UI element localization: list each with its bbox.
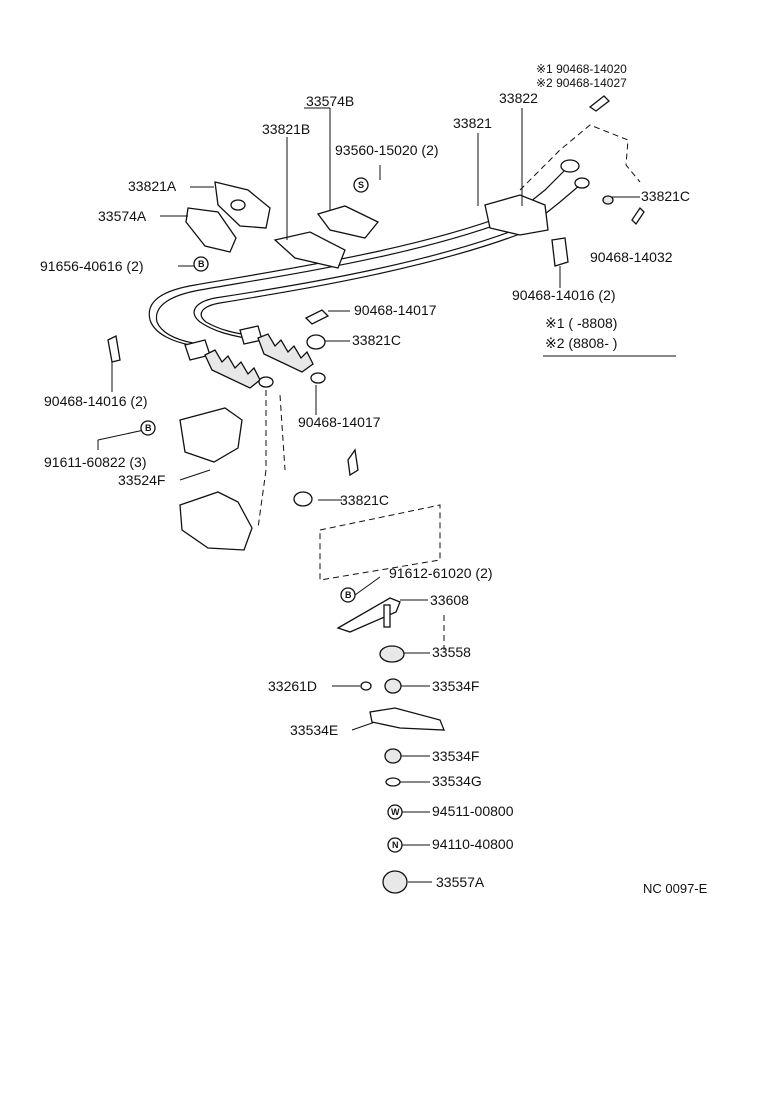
label-33608: 33608 (430, 592, 469, 608)
part-33534E-lever (369, 707, 445, 731)
label-33261D: 33261D (268, 678, 317, 694)
svg-text:B: B (198, 259, 205, 269)
label-33558: 33558 (432, 644, 471, 660)
label-33534G: 33534G (432, 773, 482, 789)
dashed-guides (257, 390, 445, 650)
part-33574A-plate (185, 207, 237, 253)
label-94110: 94110-40800 (432, 836, 514, 852)
symbol-s: S (353, 177, 369, 193)
label-90468-14032: 90468-14032 (590, 249, 673, 265)
label-33821C-c: 33821C (340, 492, 389, 508)
clip-90468-14016-left (107, 335, 121, 363)
label-90468-14016-b: 90468-14016 (2) (44, 393, 148, 409)
symbol-w: W (387, 804, 403, 820)
note-range-2: ※2 (8808- ) (545, 335, 617, 351)
part-33574B-plate (316, 205, 380, 239)
part-33558-bushing (379, 645, 405, 663)
label-33524F: 33524F (118, 472, 165, 488)
pin-90468-14017-lower (347, 448, 359, 477)
bushing-33821C-mid (306, 334, 326, 350)
label-93560: 93560-15020 (2) (335, 142, 439, 158)
label-33574B: 33574B (306, 93, 354, 109)
cable-end-eye-a (560, 159, 580, 173)
symbol-n: N (387, 837, 403, 853)
label-33821: 33821 (453, 115, 492, 131)
symbol-b-3: B (340, 587, 356, 603)
part-33524F-bracket (179, 407, 243, 463)
label-33821C-b: 33821C (352, 332, 401, 348)
cable-end-eye-b (574, 177, 590, 189)
part-33608-lever (336, 597, 401, 633)
label-33574A: 33574A (98, 208, 147, 224)
pin-90468-14017-upper (304, 309, 330, 325)
symbol-b-1: B (193, 256, 209, 272)
label-33821A: 33821A (128, 178, 177, 194)
label-91656: 91656-40616 (2) (40, 258, 144, 274)
note-top-1: ※1 90468-14020 (536, 62, 627, 76)
bushing-33821C-top (602, 195, 614, 205)
note-range-1: ※1 ( -8808) (545, 315, 617, 331)
cable-boot-right (239, 325, 326, 384)
svg-text:S: S (358, 180, 364, 190)
transmission-housing (179, 491, 253, 551)
label-33821B: 33821B (262, 121, 310, 137)
part-33534G-washer (385, 777, 401, 787)
bushing-33821C-lower (293, 491, 313, 507)
label-94511: 94511-00800 (432, 803, 514, 819)
hole-33821A (230, 199, 246, 211)
part-33821B-bracket (273, 231, 346, 269)
label-90468-14017-a: 90468-14017 (354, 302, 437, 318)
pin-90468-14020 (588, 95, 610, 112)
svg-text:B: B (145, 423, 152, 433)
part-33557A-knob (382, 870, 408, 894)
cable-boot-left (184, 339, 274, 389)
svg-text:B: B (345, 590, 352, 600)
svg-text:W: W (391, 807, 400, 817)
label-33534F-a: 33534F (432, 678, 479, 694)
label-33534E: 33534E (290, 722, 338, 738)
label-33821C-a: 33821C (641, 188, 690, 204)
label-33534F-b: 33534F (432, 748, 479, 764)
part-33534F-lower-bushing (384, 748, 402, 764)
label-91612: 91612-61020 (2) (389, 565, 493, 581)
part-33261D-pin (360, 681, 372, 691)
note-top-2: ※2 90468-14027 (536, 76, 627, 90)
label-90468-14016-a: 90468-14016 (2) (512, 287, 616, 303)
part-33608-stud (383, 604, 391, 628)
footer-code: NC 0097-E (643, 881, 708, 896)
label-33822: 33822 (499, 90, 538, 106)
clip-90468-14016-right (551, 237, 569, 267)
svg-text:N: N (392, 840, 399, 850)
clip-90468-14032 (631, 206, 645, 226)
dashed-guide-top-right (519, 124, 641, 191)
leader-lines (97, 107, 640, 883)
symbol-b-2: B (140, 420, 156, 436)
label-90468-14017-b: 90468-14017 (298, 414, 381, 430)
label-33557A: 33557A (436, 874, 485, 890)
cable-bracket-top (484, 194, 549, 236)
part-33534F-upper-bushing (384, 678, 402, 694)
label-91611: 91611-60822 (3) (44, 454, 146, 470)
